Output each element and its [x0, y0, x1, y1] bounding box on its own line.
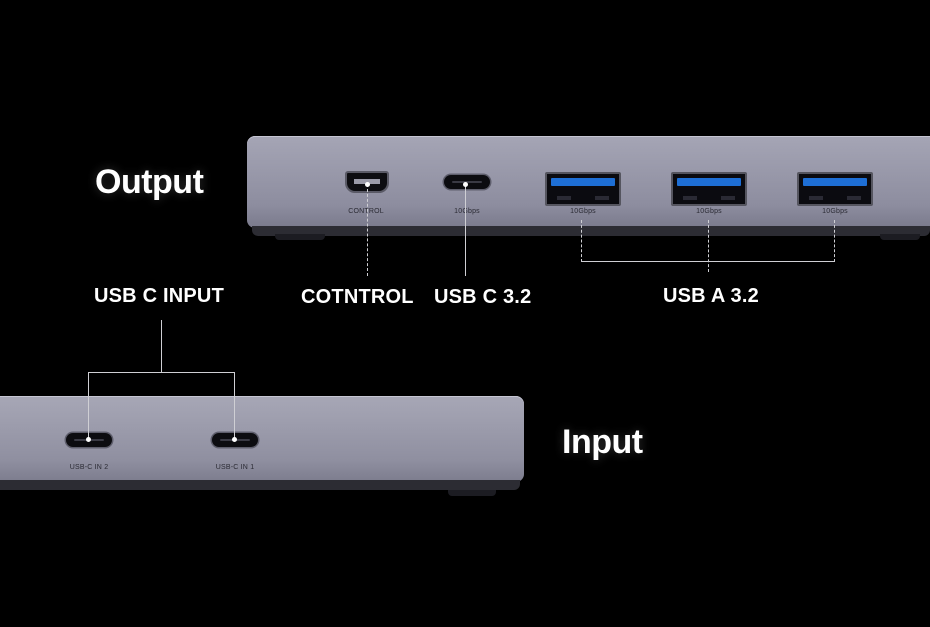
usb-c-input-bracket	[88, 372, 235, 373]
usb-a-port-1-icon	[545, 172, 621, 206]
usb-a-2-speed-label: 10Gbps	[696, 208, 722, 215]
usb-a-32-callout: USB A 3.2	[663, 285, 759, 307]
usb-a-1-speed-label: 10Gbps	[570, 208, 596, 215]
usb-c-in-1-label: USB-C IN 1	[215, 464, 255, 471]
usb-c-input-callout: USB C INPUT	[94, 285, 224, 307]
usb-a-bracket	[581, 261, 835, 262]
control-leader-line	[367, 184, 368, 276]
output-hub-base	[252, 226, 930, 236]
usb-c-32-callout: USB C 3.2	[434, 286, 532, 308]
usb-c-in-2-leader-line	[88, 372, 89, 440]
usb-c-leader-dot	[463, 182, 468, 187]
control-leader-dot	[365, 182, 370, 187]
usb-a-leader-line-2	[708, 220, 709, 272]
usb-a-3-speed-label: 10Gbps	[822, 208, 848, 215]
usb-c-in-1-leader-line	[234, 372, 235, 440]
output-heading: Output	[95, 163, 204, 201]
usb-c-leader-line	[465, 184, 466, 276]
input-hub-base	[0, 480, 520, 490]
control-port-label: CONTROL	[348, 208, 384, 215]
usb-c-in-1-leader-dot	[232, 437, 237, 442]
usb-c-speed-label: 10Gbps	[454, 208, 480, 215]
usb-c-in-2-leader-dot	[86, 437, 91, 442]
usb-a-leader-line-3	[834, 220, 835, 262]
device-foot	[275, 234, 325, 240]
usb-c-in-2-label: USB-C IN 2	[69, 464, 109, 471]
device-foot	[880, 234, 920, 240]
usb-c-input-stem	[161, 320, 162, 372]
control-callout: COTNTROL	[301, 286, 414, 308]
usb-a-leader-line-1	[581, 220, 582, 262]
device-foot	[448, 490, 496, 496]
usb-a-port-3-icon	[797, 172, 873, 206]
input-heading: Input	[562, 423, 643, 461]
usb-a-port-2-icon	[671, 172, 747, 206]
